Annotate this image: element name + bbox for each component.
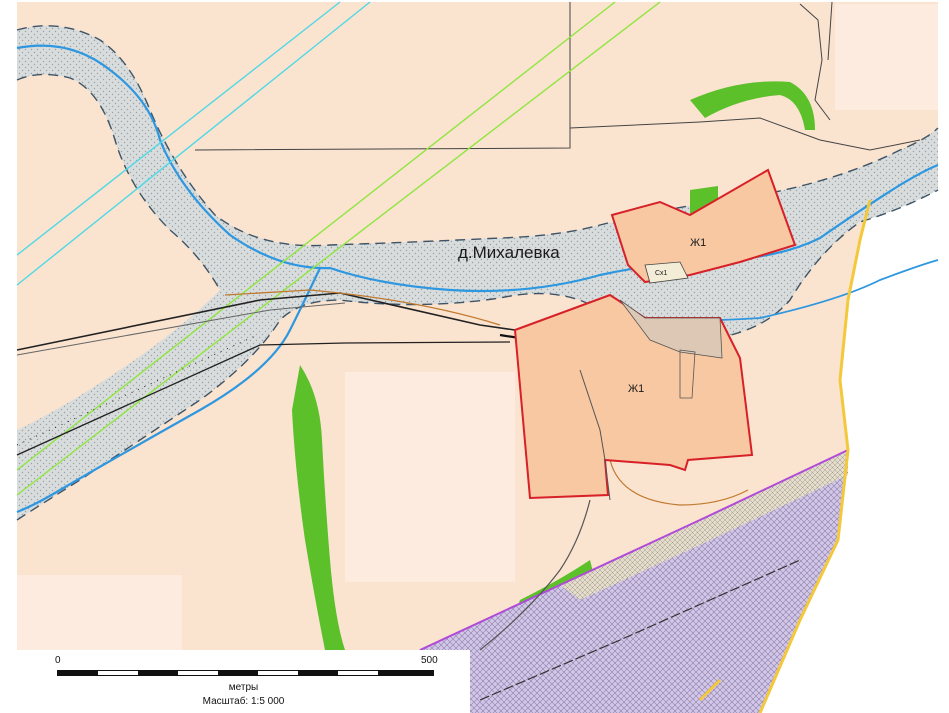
zone-label-zh1: Ж1 (690, 237, 706, 249)
zone-parcel-sx1 (644, 261, 689, 284)
inner-parcel (579, 369, 611, 501)
river-floodplain (17, 25, 938, 520)
road (609, 459, 749, 506)
stream (16, 267, 321, 514)
light-parcel (17, 575, 182, 650)
green-area (690, 81, 815, 130)
purple-boundary (419, 449, 849, 651)
zone-label-sx1: Сх1 (655, 270, 668, 277)
scale-ratio-label: Масштаб: 1:5 000 (202, 696, 285, 707)
railway (479, 559, 801, 701)
road (224, 289, 501, 326)
yellow-border (698, 678, 722, 702)
yellow-border (758, 199, 872, 713)
scale-start-label: 0 (55, 655, 61, 666)
map-left-strip (0, 0, 17, 713)
road (479, 499, 591, 651)
map-right-strip (938, 0, 949, 713)
zone-parcel-zh1 (610, 168, 797, 284)
light-parcel (835, 4, 938, 110)
map-top-strip (0, 0, 949, 2)
river-bank-dashed (16, 189, 939, 521)
river-bank-dashed (16, 25, 939, 247)
inner-parcel (679, 349, 696, 399)
road-embankment (16, 341, 511, 456)
river-bank-dashed (16, 73, 221, 291)
power-line (16, 1, 616, 471)
scale-end-label: 500 (421, 655, 438, 666)
road (16, 302, 346, 356)
parcel-line (799, 3, 831, 121)
scale-bar (57, 670, 434, 676)
green-area (292, 365, 345, 650)
light-parcel (345, 372, 515, 582)
power-line (16, 1, 341, 256)
parcel-line (569, 117, 921, 151)
power-line (16, 1, 371, 286)
inner-parcel (619, 299, 723, 359)
scale-bar-panel: 0 500 метры Масштаб: 1:5 000 (17, 650, 470, 713)
scale-unit-label: метры (228, 682, 259, 693)
hatched-strip (560, 450, 848, 600)
stream (16, 44, 939, 293)
zone-label-zh1: Ж1 (628, 383, 644, 395)
village-label: д.Михалевка (458, 243, 560, 262)
power-line (16, 1, 661, 496)
parcel-line (827, 1, 833, 61)
parcel-line (194, 2, 571, 151)
